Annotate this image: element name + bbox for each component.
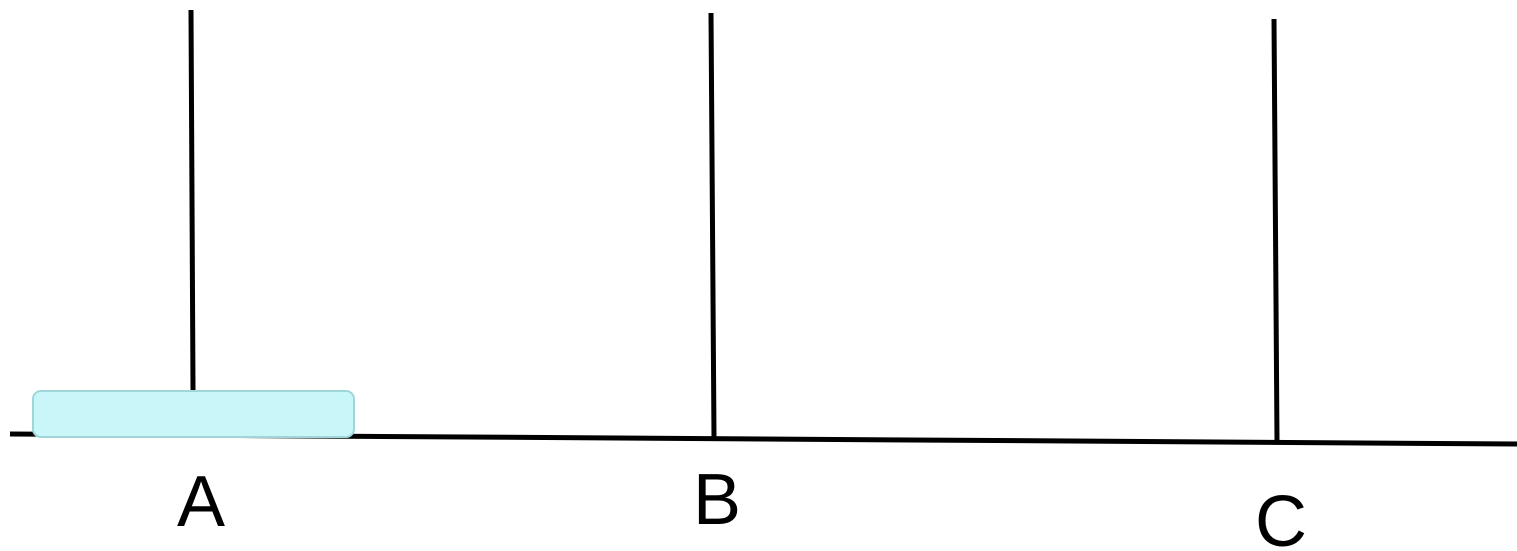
peg-c-rod	[1271, 18, 1280, 443]
peg-label-a: A	[177, 462, 225, 542]
peg-b-rod	[708, 12, 717, 439]
peg-label-b: B	[693, 460, 741, 540]
peg-a-rod	[188, 9, 196, 391]
peg-label-c: C	[1255, 482, 1307, 551]
disk[interactable]	[32, 390, 355, 438]
